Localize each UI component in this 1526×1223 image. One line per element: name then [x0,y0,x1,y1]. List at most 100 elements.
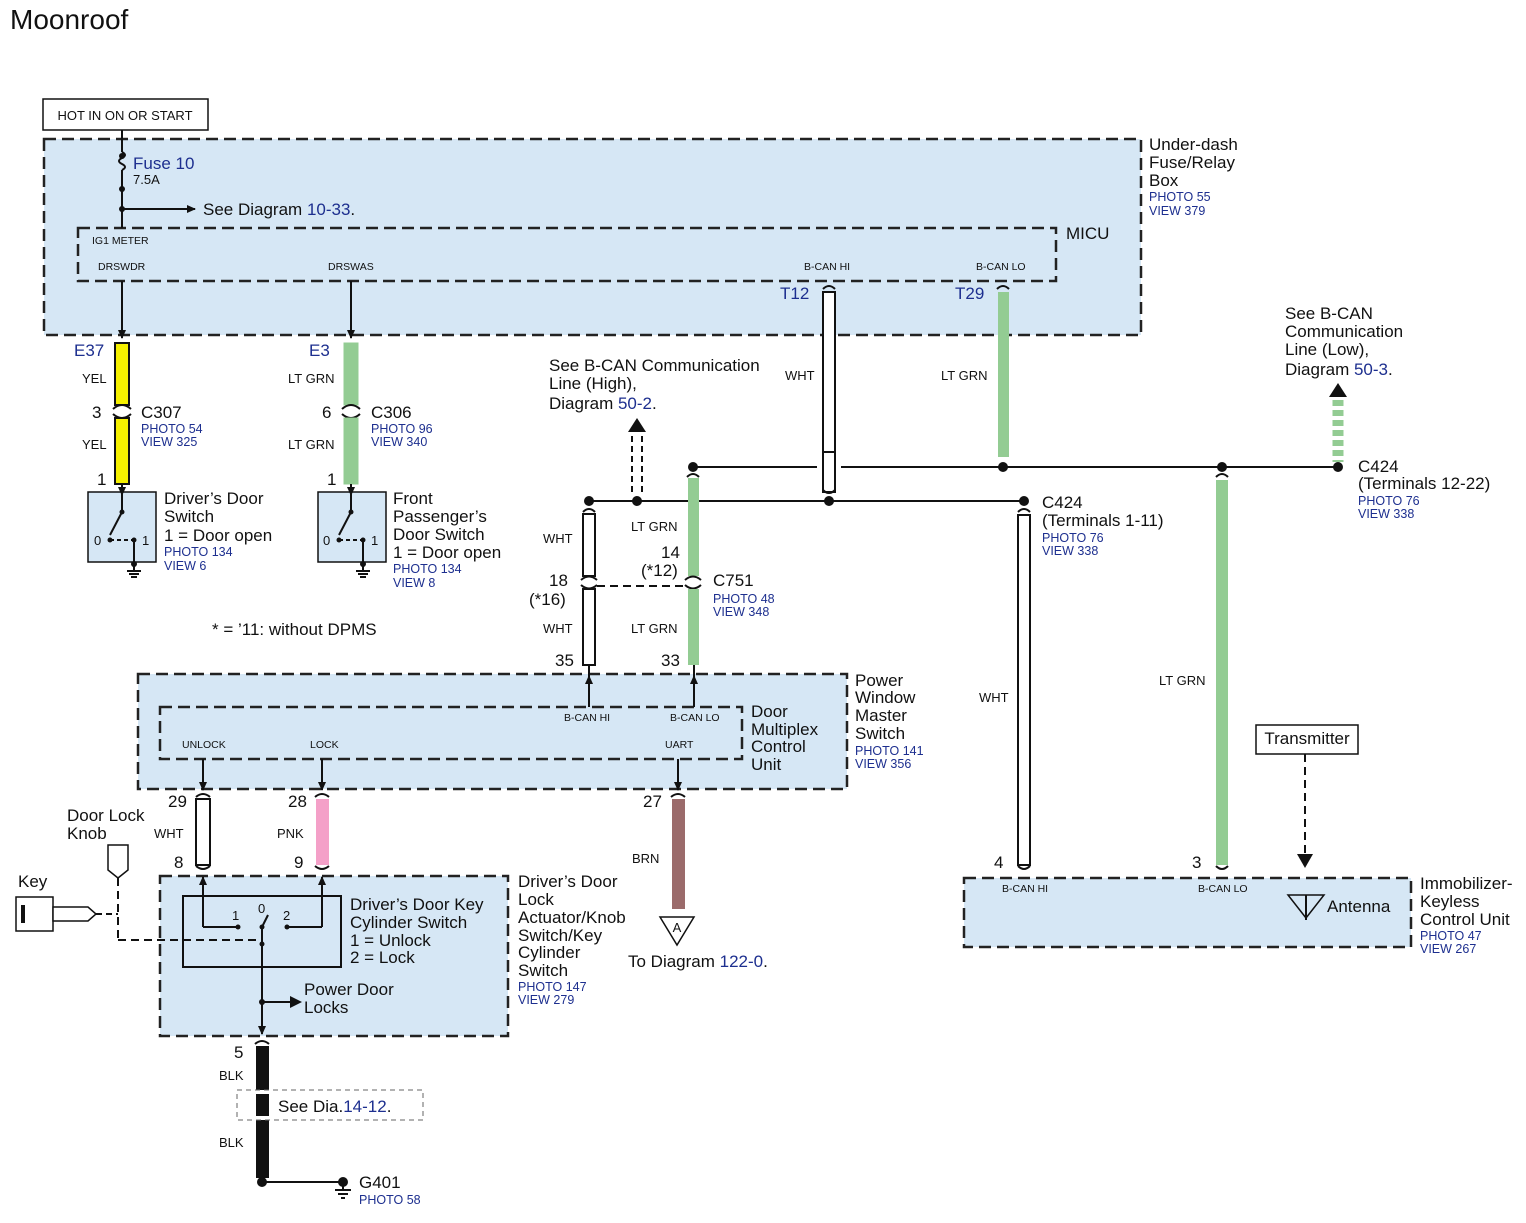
svg-text:4: 4 [994,853,1003,872]
c424-upper-label: C424 (Terminals 12-22) PHOTO 76 VIEW 338 [1358,457,1490,521]
svg-text:VIEW 356: VIEW 356 [855,757,911,771]
pin-ig1-meter: IG1 METER [92,235,149,247]
wire-label-yel-1: YEL [82,371,107,386]
antenna-label: Antenna [1327,897,1391,916]
terminal-t29: T29 [955,284,984,303]
svg-text:Multiplex: Multiplex [751,720,819,739]
c751-label: C751 PHOTO 48 VIEW 348 [713,571,775,619]
wire-pnk-lock [316,799,329,865]
svg-text:LT GRN: LT GRN [288,437,334,452]
svg-text:VIEW 325: VIEW 325 [141,435,197,449]
svg-text:0: 0 [258,901,265,916]
micu-box [76,226,1058,283]
svg-text:Passenger’s: Passenger’s [393,507,487,526]
terminal-e3: E3 [309,341,330,360]
transmitter-box [1255,724,1359,755]
see-dia-14-12: See Dia.14-12. [278,1097,391,1116]
svg-text:WHT: WHT [543,531,573,546]
svg-text:(Terminals 1-11): (Terminals 1-11) [1042,511,1164,530]
pin-drswdr: DRSWDR [98,261,146,273]
ground-icon [127,570,141,578]
svg-text:1: 1 [371,533,378,548]
svg-text:PHOTO 55: PHOTO 55 [1149,190,1211,204]
svg-text:Line (Low),: Line (Low), [1285,340,1369,359]
svg-text:VIEW 267: VIEW 267 [1420,942,1476,956]
svg-text:1 = Door open: 1 = Door open [164,526,272,545]
svg-text:1: 1 [232,908,239,923]
wire-yel-2 [114,417,130,485]
to-diagram-122-0: To Diagram 122-0. [628,952,768,971]
svg-text:PHOTO 134: PHOTO 134 [164,545,233,559]
door-lock-actuator-box [158,874,510,1038]
svg-text:Window: Window [855,688,916,707]
wire-wht-immobilizer [1017,514,1031,866]
terminal-t12: T12 [780,284,809,303]
svg-text:Driver’s Door: Driver’s Door [164,489,264,508]
pin-1-passenger: 1 [327,470,336,489]
connector-c306: C306 [371,403,412,422]
key-cylinder-switch-label: Driver’s Door Key Cylinder Switch 1 = Un… [350,895,484,967]
svg-text:14: 14 [661,543,680,562]
svg-text:Unit: Unit [751,755,782,774]
svg-text:B-CAN HI: B-CAN HI [564,712,610,724]
svg-text:Switch: Switch [518,961,568,980]
door-multiplex-unit-box [158,705,744,761]
bcan-low-ref: See B-CAN Communication Line (Low), Diag… [1285,304,1403,379]
svg-text:0: 0 [94,533,101,548]
svg-text:Master: Master [855,706,907,725]
svg-text:PHOTO 147: PHOTO 147 [518,980,587,994]
svg-text:Front: Front [393,489,433,508]
pin-6: 6 [322,403,331,422]
svg-text:Diagram 50-3.: Diagram 50-3. [1285,360,1393,379]
svg-text:BRN: BRN [632,851,659,866]
svg-text:1: 1 [142,533,149,548]
svg-text:B-CAN LO: B-CAN LO [670,712,720,724]
hot-label: HOT IN ON OR START [57,108,192,123]
svg-text:See B-CAN: See B-CAN [1285,304,1373,323]
ground-icon [356,570,370,578]
wire-ltgrn-micu-lo [998,292,1009,457]
svg-text:See B-CAN Communication: See B-CAN Communication [549,356,760,375]
immobilizer-label: Immobilizer- Keyless Control Unit PHOTO … [1420,874,1513,956]
svg-text:PHOTO 141: PHOTO 141 [855,744,924,758]
svg-text:Switch: Switch [855,724,905,743]
svg-text:PHOTO 134: PHOTO 134 [393,562,462,576]
svg-text:Driver’s Door: Driver’s Door [518,872,618,891]
svg-text:Actuator/Knob: Actuator/Knob [518,908,626,927]
svg-text:3: 3 [1192,853,1201,872]
svg-text:Under-dash: Under-dash [1149,135,1238,154]
fuse-name: Fuse 10 [133,154,194,173]
fuse-icon [118,151,126,171]
svg-text:Cylinder: Cylinder [518,943,581,962]
svg-text:A: A [673,920,682,935]
svg-text:VIEW 338: VIEW 338 [1358,507,1414,521]
c424-lower-label: C424 (Terminals 1-11) PHOTO 76 VIEW 338 [1042,493,1164,558]
pin-1-driver: 1 [97,470,106,489]
wire-wht-c751-top [582,513,596,577]
svg-text:WHT: WHT [785,368,815,383]
svg-text:Box: Box [1149,171,1179,190]
svg-text:(Terminals 12-22): (Terminals 12-22) [1358,474,1490,493]
fuse-box-label: Under-dash Fuse/Relay Box PHOTO 55 VIEW … [1149,135,1238,218]
page-title: Moonroof [10,4,129,35]
bcan-high-ref: See B-CAN Communication Line (High), Dia… [549,356,760,413]
svg-text:B-CAN HI: B-CAN HI [1002,883,1048,895]
svg-text:VIEW 279: VIEW 279 [518,993,574,1007]
svg-text:VIEW 348: VIEW 348 [713,605,769,619]
svg-text:Knob: Knob [67,824,107,843]
svg-text:PHOTO 47: PHOTO 47 [1420,929,1482,943]
svg-text:28: 28 [288,792,307,811]
door-lock-knob-icon [107,844,129,879]
svg-text:Locks: Locks [304,998,348,1017]
key-label: Key [18,872,48,891]
svg-text:Line (High),: Line (High), [549,374,637,393]
wire-ltgrn-c751-bot [688,589,699,665]
wire-ltgrn-immobilizer [1216,480,1228,865]
svg-text:9: 9 [294,853,303,872]
fuse-rating: 7.5A [133,172,160,187]
svg-text:WHT: WHT [543,621,573,636]
svg-text:LT GRN: LT GRN [631,621,677,636]
hot-label-box [42,98,209,131]
svg-text:UART: UART [665,739,694,751]
